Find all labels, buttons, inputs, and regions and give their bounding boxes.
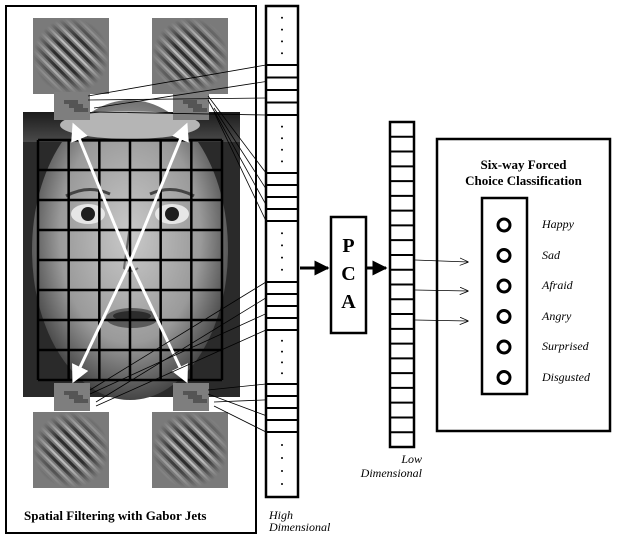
ellipsis-dot xyxy=(281,232,283,235)
connection-line xyxy=(95,297,267,403)
classifier-title: Six-way Forced Choice Classification xyxy=(437,157,610,189)
ellipsis-dot xyxy=(281,256,283,259)
gabor-kernel xyxy=(33,412,109,488)
ellipsis-dot xyxy=(281,350,283,353)
arrow-to-top-right-jet xyxy=(128,122,189,263)
gabor-jet-top-right xyxy=(173,92,209,120)
gabor-kernel xyxy=(152,18,228,94)
output-unit-surprised xyxy=(496,339,512,355)
ellipsis-dot xyxy=(281,16,283,19)
high-dim-caption-line2: Dimensional xyxy=(269,520,331,534)
arrow-to-bottom-left-jet xyxy=(72,261,132,384)
ellipsis-dot xyxy=(281,125,283,128)
connection-line xyxy=(207,99,267,205)
high-dim-caption-line1: High xyxy=(269,508,293,522)
gabor-jet-bottom-left xyxy=(54,383,90,411)
ellipsis-dot xyxy=(281,361,283,364)
face-image xyxy=(23,100,240,400)
output-unit-happy xyxy=(496,217,512,233)
ellipsis-dot xyxy=(281,444,283,446)
connection-line xyxy=(207,95,267,174)
low-dim-caption: Low Dimensional xyxy=(340,452,422,480)
connection-line xyxy=(93,111,267,116)
class-label-surprised: Surprised xyxy=(542,339,589,353)
gabor-kernels xyxy=(33,18,228,488)
class-label-angry: Angry xyxy=(542,308,572,323)
pca-letter-a: A xyxy=(341,291,356,313)
ellipsis-dot xyxy=(281,40,283,43)
connection-line xyxy=(87,97,267,101)
ellipsis-dot xyxy=(281,470,283,472)
jet-arrows xyxy=(71,122,189,384)
ellipsis-dot xyxy=(281,339,283,342)
classifier-arrow xyxy=(414,260,468,262)
output-unit-disgusted xyxy=(496,370,512,385)
ellipsis-dot xyxy=(281,160,283,163)
classifier-arrow xyxy=(414,290,468,291)
left-panel-caption: Spatial Filtering with Gabor Jets xyxy=(24,508,207,523)
gabor-kernel xyxy=(33,18,109,94)
low-dim-caption-line1: Low xyxy=(401,452,422,466)
classifier-input-arrows xyxy=(414,260,468,321)
class-label-afraid: Afraid xyxy=(542,278,573,292)
sampling-grid xyxy=(36,138,224,382)
pca-box: P C A xyxy=(329,215,368,335)
connection-line xyxy=(207,393,267,417)
ellipsis-dot xyxy=(281,148,283,151)
output-unit-afraid xyxy=(496,278,512,294)
pca-letter-p: P xyxy=(342,235,354,257)
ellipsis-dot xyxy=(281,483,283,485)
arrow-to-top-left-jet xyxy=(71,122,132,263)
classifier-title-line1: Six-way Forced xyxy=(480,157,567,172)
ellipsis-dot xyxy=(281,372,283,375)
ellipsis-dot xyxy=(281,52,283,55)
low-dim-caption-line2: Dimensional xyxy=(360,466,422,480)
jet-to-vector-lines xyxy=(87,64,267,433)
gabor-jet-top-left xyxy=(54,92,90,120)
high-dimensional-vector xyxy=(264,4,300,499)
connection-line xyxy=(207,383,267,391)
classifier-arrow xyxy=(414,320,468,321)
connection-line xyxy=(213,399,267,403)
connection-line xyxy=(89,313,267,395)
ellipsis-dot xyxy=(281,28,283,31)
low-dimensional-vector xyxy=(388,120,416,449)
ellipsis-dot xyxy=(281,268,283,271)
connection-line xyxy=(87,64,267,97)
pca-letter-c: C xyxy=(341,263,355,285)
connection-line xyxy=(89,281,267,391)
connection-line xyxy=(95,329,267,407)
output-unit-sad xyxy=(496,248,512,263)
high-dim-caption: High Dimensional xyxy=(269,509,330,533)
connection-line xyxy=(213,405,267,433)
arrow-to-bottom-right-jet xyxy=(128,261,188,384)
connection-line xyxy=(213,111,267,222)
class-label-disgusted: Disgusted xyxy=(542,369,590,384)
ellipsis-dot xyxy=(281,244,283,247)
output-units xyxy=(496,217,512,385)
connection-line xyxy=(213,107,267,190)
classifier-title-line2: Choice Classification xyxy=(465,173,582,188)
classifier-frame xyxy=(435,137,612,433)
class-label-happy: Happy xyxy=(542,217,574,231)
connection-line xyxy=(93,81,267,109)
class-label-sad: Sad xyxy=(542,247,560,262)
ellipsis-dot xyxy=(281,137,283,140)
gabor-jet-bottom-right xyxy=(173,383,209,411)
output-unit-angry xyxy=(496,309,512,324)
gabor-kernel xyxy=(152,412,228,488)
ellipsis-dot xyxy=(281,457,283,459)
